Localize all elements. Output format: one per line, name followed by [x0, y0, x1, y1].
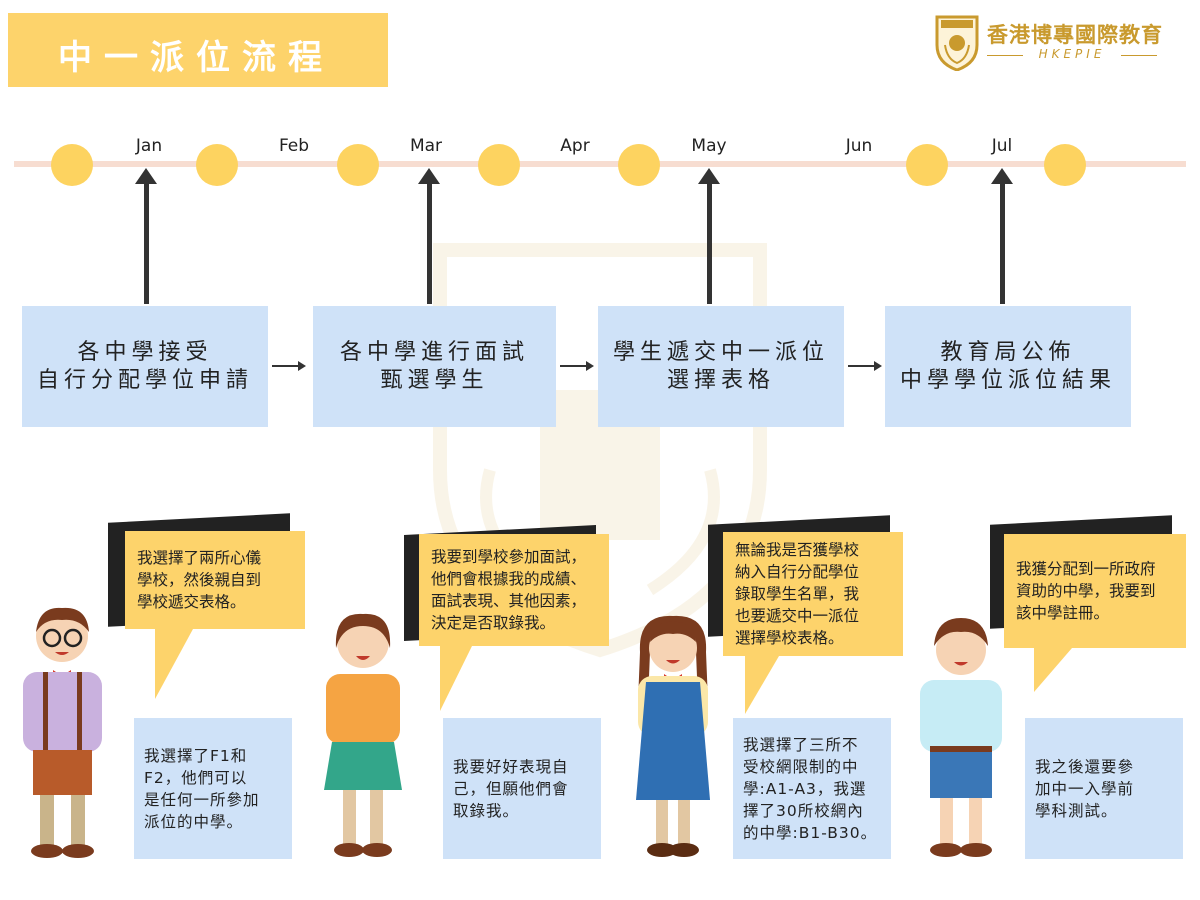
brand-name: 香港博專國際教育 [987, 23, 1163, 47]
note-box: 我選擇了三所不 受校網限制的中 學:A1-A3，我選 擇了30所校網內 的中學:… [733, 718, 891, 859]
note-text: 我選擇了三所不 受校網限制的中 學:A1-A3，我選 擇了30所校網內 的中學:… [743, 735, 878, 842]
up-arrow-shaft [427, 184, 432, 304]
page-title-banner: 中一派位流程 [8, 13, 388, 87]
bubble-text: 無論我是否獲學校 納入自行分配學位 錄取學生名單，我 也要遞交中一派位 選擇學校… [735, 541, 860, 647]
month-label: Apr [560, 136, 590, 156]
timeline-dot [478, 144, 520, 186]
step-box: 各中學接受 自行分配學位申請 [22, 306, 268, 427]
note-box: 我選擇了F1和 F2，他們可以 是任何一所參加 派位的中學。 [134, 718, 292, 859]
step-text: 各中學接受 自行分配學位申請 [36, 339, 253, 393]
speech-bubble: 無論我是否獲學校 納入自行分配學位 錄取學生名單，我 也要遞交中一派位 選擇學校… [723, 532, 903, 656]
up-arrow-shaft [144, 184, 149, 304]
month-label: Mar [409, 136, 443, 156]
timeline-dot [618, 144, 660, 186]
timeline-dot [337, 144, 379, 186]
month-label: Jun [845, 136, 873, 156]
bubble-tail [745, 656, 779, 714]
speech-bubble: 我要到學校參加面試， 他們會根據我的成績、 面試表現、其他因素， 決定是否取錄我… [419, 534, 609, 646]
bubble-tail [155, 629, 193, 699]
step-box: 各中學進行面試 甄選學生 [313, 306, 556, 427]
page-title: 中一派位流程 [58, 38, 334, 78]
right-arrow-icon [848, 361, 882, 371]
note-text: 我之後還要參 加中一入學前 學科測試。 [1035, 757, 1135, 820]
timeline-dot [906, 144, 948, 186]
timeline-dot [1044, 144, 1086, 186]
timeline-dot [196, 144, 238, 186]
note-box: 我之後還要參 加中一入學前 學科測試。 [1025, 718, 1183, 859]
month-label: Jan [135, 136, 163, 156]
note-text: 我選擇了F1和 F2，他們可以 是任何一所參加 派位的中學。 [144, 746, 260, 831]
timeline-dot [51, 144, 93, 186]
up-arrow-shaft [1000, 184, 1005, 304]
step-box: 教育局公佈 中學學位派位結果 [885, 306, 1131, 427]
step-box: 學生遞交中一派位 選擇表格 [598, 306, 844, 427]
speech-bubble: 我獲分配到一所政府 資助的中學，我要到 該中學註冊。 [1004, 534, 1186, 648]
bubble-text: 我獲分配到一所政府 資助的中學，我要到 該中學註冊。 [1016, 560, 1156, 622]
brand-subtitle: HKEPIE [1038, 47, 1106, 61]
timeline-track [14, 161, 1186, 167]
student-boy-blue-shirt-icon [920, 618, 1002, 857]
student-girl-orange-icon [324, 613, 402, 857]
speech-bubble: 我選擇了兩所心儀 學校，然後親自到 學校遞交表格。 [125, 531, 305, 629]
up-arrow-shaft [707, 184, 712, 304]
up-arrow-icon [135, 168, 157, 184]
step-text: 各中學進行面試 甄選學生 [339, 339, 529, 393]
step-text: 教育局公佈 中學學位派位結果 [899, 339, 1116, 393]
note-box: 我要好好表現自 己，但願他們會 取錄我。 [443, 718, 601, 859]
month-label: Jul [991, 136, 1013, 156]
brand-logo: 香港博專國際教育 HKEPIE [935, 15, 1175, 73]
bubble-tail [1034, 648, 1072, 692]
up-arrow-icon [698, 168, 720, 184]
up-arrow-icon [991, 168, 1013, 184]
bubble-text: 我要到學校參加面試， 他們會根據我的成績、 面試表現、其他因素， 決定是否取錄我… [431, 548, 587, 632]
right-arrow-icon [560, 361, 594, 371]
student-boy-glasses-icon [23, 607, 102, 858]
month-label: May [691, 136, 727, 156]
right-arrow-icon [272, 361, 306, 371]
logo-divider [987, 55, 1023, 56]
month-label: Feb [278, 136, 310, 156]
student-girl-blue-dress-icon [636, 615, 710, 857]
bubble-tail [440, 646, 472, 711]
up-arrow-icon [418, 168, 440, 184]
note-text: 我要好好表現自 己，但願他們會 取錄我。 [453, 757, 569, 820]
shield-logo-icon [935, 15, 979, 71]
step-text: 學生遞交中一派位 選擇表格 [612, 339, 829, 393]
logo-divider [1121, 55, 1157, 56]
bubble-text: 我選擇了兩所心儀 學校，然後親自到 學校遞交表格。 [137, 549, 262, 611]
